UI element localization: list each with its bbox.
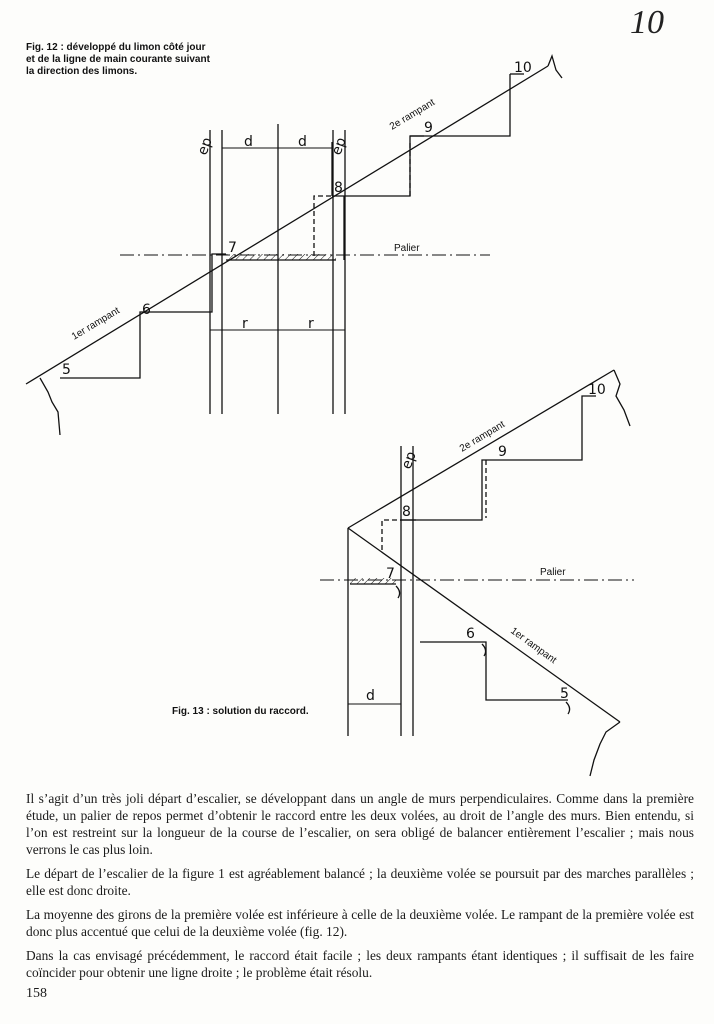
handwritten-page-number: 10 [630,4,664,41]
body-text: Il s’agit d’un très joli départ d’escali… [26,790,694,988]
fig13-palier-label: Palier [540,567,566,578]
fig12-rampant1-label: 1er rampant [70,305,122,342]
fig13-step-5: 5 [560,686,569,702]
fig12-dashed-riser [313,195,332,256]
fig12-rampant-line [25,65,549,385]
stair-diagrams: 5 6 7 8 9 10 d d r r ep ep Palier 1er ra… [25,53,634,777]
fig13-caption: Fig. 13 : solution du raccord. [172,706,309,717]
fig13-step-6: 6 [466,626,475,642]
fig13-landing-hatch [350,578,396,584]
paragraph: La moyenne des girons de la première vol… [26,907,694,939]
fig12-dim-d-left: d [244,134,253,150]
fig12-step-6: 6 [142,302,151,318]
fig13-break-top [613,369,631,427]
paragraph: Le départ de l’escalier de la figure 1 e… [26,866,694,898]
fig12-dim-r-right: r [308,316,314,332]
fig12-caption-line: et de la ligne de main courante suivant [26,54,210,65]
fig13-step-7: 7 [386,566,395,582]
fig13-step-10: 10 [588,382,606,398]
fig12-dim-ep-left: ep [195,135,216,157]
fig12-diagram [25,53,563,436]
fig12-caption-line: la direction des limons. [26,66,138,77]
fig12-step-5: 5 [62,362,71,378]
fig12-steps-upper [332,74,511,197]
fig13-steps-lower [420,641,568,701]
fig12-caption-line: Fig. 12 : développé du limon côté jour [26,42,206,53]
fig12-dim-r-left: r [242,316,248,332]
fig13-step-8: 8 [402,504,411,520]
fig13-rampant2-line [347,369,615,529]
paragraph: Dans la cas envisagé précédemment, le ra… [26,948,694,980]
fig12-dim-ep-right: ep [329,135,350,157]
fig13-break-bottom [589,721,621,777]
paragraph: Il s’agit d’un très joli départ d’escali… [26,791,694,857]
fig12-break-right [547,53,563,79]
fig13-step-9: 9 [498,444,507,460]
fig13-diagram [320,369,634,777]
folio-page-number: 158 [26,986,47,1001]
fig12-step-10: 10 [514,60,532,76]
fig13-dim-d: d [366,688,375,704]
fig12-palier-label: Palier [394,243,420,254]
fig13-steps-upper [400,395,596,521]
fig12-step-8: 8 [334,180,343,196]
fig12-steps-lower [60,253,226,379]
fig12-caption: Fig. 12 : développé du limon côté jour e… [26,42,236,78]
fig12-break-left [39,377,61,436]
fig13-dim-ep: ep [399,449,420,471]
fig12-step-7: 7 [228,240,237,256]
fig12-dim-d-right: d [298,134,307,150]
fig12-landing-hatch [226,254,336,260]
fig12-step-9: 9 [424,120,433,136]
fig13-rampant1-line [347,527,621,723]
